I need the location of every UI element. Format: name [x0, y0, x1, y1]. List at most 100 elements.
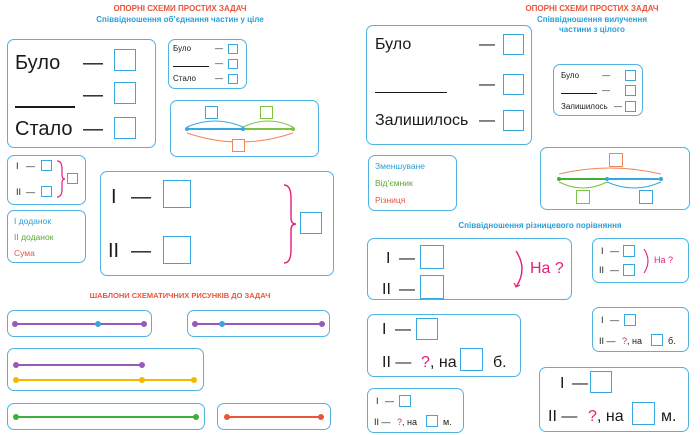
segment-diagram	[185, 120, 295, 143]
template-5-dot-end[interactable]	[318, 414, 324, 420]
right-small-dash1: —	[602, 71, 610, 80]
mini-card-line1: I	[16, 161, 19, 171]
right-big-box-1[interactable]	[503, 34, 524, 55]
small-card-line1: Було	[173, 44, 192, 53]
big-card-line1-label: Було	[15, 52, 61, 74]
template-3-yellow-dot-mid[interactable]	[139, 377, 145, 383]
cmp4-box-2[interactable]	[651, 334, 663, 346]
cmp5-line2: II —	[374, 417, 391, 427]
template-3-purple-dot-start[interactable]	[13, 362, 19, 368]
left-subtitle: Співвідношення об’єднання частин у ціле	[96, 15, 264, 24]
right-segment-green-arc	[558, 181, 608, 189]
template-1-dot-mid[interactable]	[95, 321, 101, 327]
segment-blue-box[interactable]	[205, 106, 218, 119]
big-card-box-1[interactable]	[114, 49, 136, 71]
cmp6-unit: м.	[661, 408, 677, 425]
legend-item-subtrahend: Від’ємник	[375, 178, 413, 188]
right-segment-orange-box[interactable]	[609, 153, 623, 167]
cmp5-box-2[interactable]	[426, 415, 438, 427]
right-big-dash3: —	[479, 112, 495, 129]
big-card-blank-line	[15, 106, 75, 108]
cmp-card-3: I — II — ? , на б.	[367, 314, 521, 377]
right-small-box-3[interactable]	[625, 101, 636, 112]
roman-card-box-sum[interactable]	[300, 212, 322, 234]
cmp6-line1: I	[560, 375, 565, 392]
right-segment-dot-start	[557, 177, 561, 181]
template-card-2	[187, 310, 330, 337]
template-4-dot-start[interactable]	[13, 414, 19, 420]
roman-card-box-2[interactable]	[163, 236, 191, 264]
cmp6-dash1: —	[572, 375, 588, 392]
mini-card-box-1[interactable]	[41, 160, 52, 171]
template-2-dot-start[interactable]	[192, 321, 198, 327]
template-3-yellow-dot-start[interactable]	[13, 377, 19, 383]
template-5-dot-start[interactable]	[224, 414, 230, 420]
right-small-box-2[interactable]	[625, 85, 636, 96]
segment-green-box[interactable]	[260, 106, 273, 119]
small-card-box-1[interactable]	[228, 44, 238, 54]
cmp6-box-1[interactable]	[590, 371, 612, 393]
template-2-dot-mid[interactable]	[219, 321, 225, 327]
right-big-line3: Залишилось	[375, 112, 469, 129]
right-small-line3: Залишилось	[561, 102, 608, 111]
cmp4-box-1[interactable]	[624, 314, 636, 326]
mini-card-box-sum[interactable]	[67, 173, 78, 184]
segment-orange-box[interactable]	[232, 139, 245, 152]
right-big-dash1: —	[479, 36, 495, 53]
cmp2-box-1[interactable]	[623, 245, 635, 257]
cmp5-box-1[interactable]	[399, 395, 411, 407]
big-card-line3-dash: —	[83, 118, 103, 140]
small-card-dash1: —	[215, 44, 223, 53]
right-big-box-3[interactable]	[503, 110, 524, 131]
small-card-box-2[interactable]	[228, 59, 238, 69]
right-legend-card: Зменшуване Від’ємник Різниця	[368, 155, 457, 211]
cmp5-unit: м.	[443, 417, 452, 427]
template-2-dot-end[interactable]	[319, 321, 325, 327]
big-card-box-2[interactable]	[114, 82, 136, 104]
template-card-5	[217, 403, 331, 430]
template-4-line	[16, 416, 196, 418]
segment-dot-start	[185, 127, 189, 131]
cmp1-line1: I	[386, 250, 391, 267]
roman-card-box-1[interactable]	[163, 180, 191, 208]
template-3-yellow-line	[16, 379, 194, 381]
cmp2-box-2[interactable]	[623, 264, 635, 276]
right-big-box-2[interactable]	[503, 74, 524, 95]
small-card-box-3[interactable]	[228, 74, 238, 84]
right-small-box-1[interactable]	[625, 70, 636, 81]
template-1-dot-start[interactable]	[12, 321, 18, 327]
roman-card-line1: I	[111, 186, 117, 208]
roman-card-dash1: —	[131, 186, 151, 208]
right-small-dash2: —	[602, 86, 610, 95]
cmp3-line1: I	[382, 321, 387, 338]
cmp4-mid: , на	[627, 336, 642, 346]
cmp-card-5: I — II — ? , на м.	[367, 388, 464, 433]
cmp3-box-1[interactable]	[416, 318, 438, 340]
template-1-dot-end[interactable]	[141, 321, 147, 327]
template-2-line	[195, 323, 323, 325]
legend-item-second-addend: II доданок	[14, 232, 54, 242]
right-segment-blue-box[interactable]	[639, 190, 653, 204]
right-segment-green-box[interactable]	[576, 190, 590, 204]
cmp1-box-1[interactable]	[420, 245, 444, 269]
cmp2-dash2: —	[610, 265, 619, 275]
template-4-dot-end[interactable]	[193, 414, 199, 420]
cmp2-dash1: —	[610, 246, 619, 256]
cmp1-line2: II	[382, 281, 391, 298]
cmp1-box-2[interactable]	[420, 275, 444, 299]
cmp6-box-2[interactable]	[632, 402, 655, 425]
cmp3-unit: б.	[493, 354, 507, 371]
template-3-purple-dot-end[interactable]	[139, 362, 145, 368]
mini-card-line2: II	[16, 187, 22, 197]
big-card-box-3[interactable]	[114, 117, 136, 139]
template-3-yellow-dot-end[interactable]	[191, 377, 197, 383]
right-segment-orange-arc	[558, 167, 662, 175]
cmp4-unit: б.	[668, 336, 676, 346]
right-big-blank	[375, 92, 447, 94]
legend-item-first-addend: I доданок	[14, 216, 52, 226]
cmp2-question: На ?	[654, 255, 674, 265]
cmp1-dash1: —	[399, 250, 415, 267]
cmp3-box-2[interactable]	[460, 348, 483, 371]
mini-card-box-2[interactable]	[41, 186, 52, 197]
legend-item-minuend: Зменшуване	[375, 161, 426, 171]
